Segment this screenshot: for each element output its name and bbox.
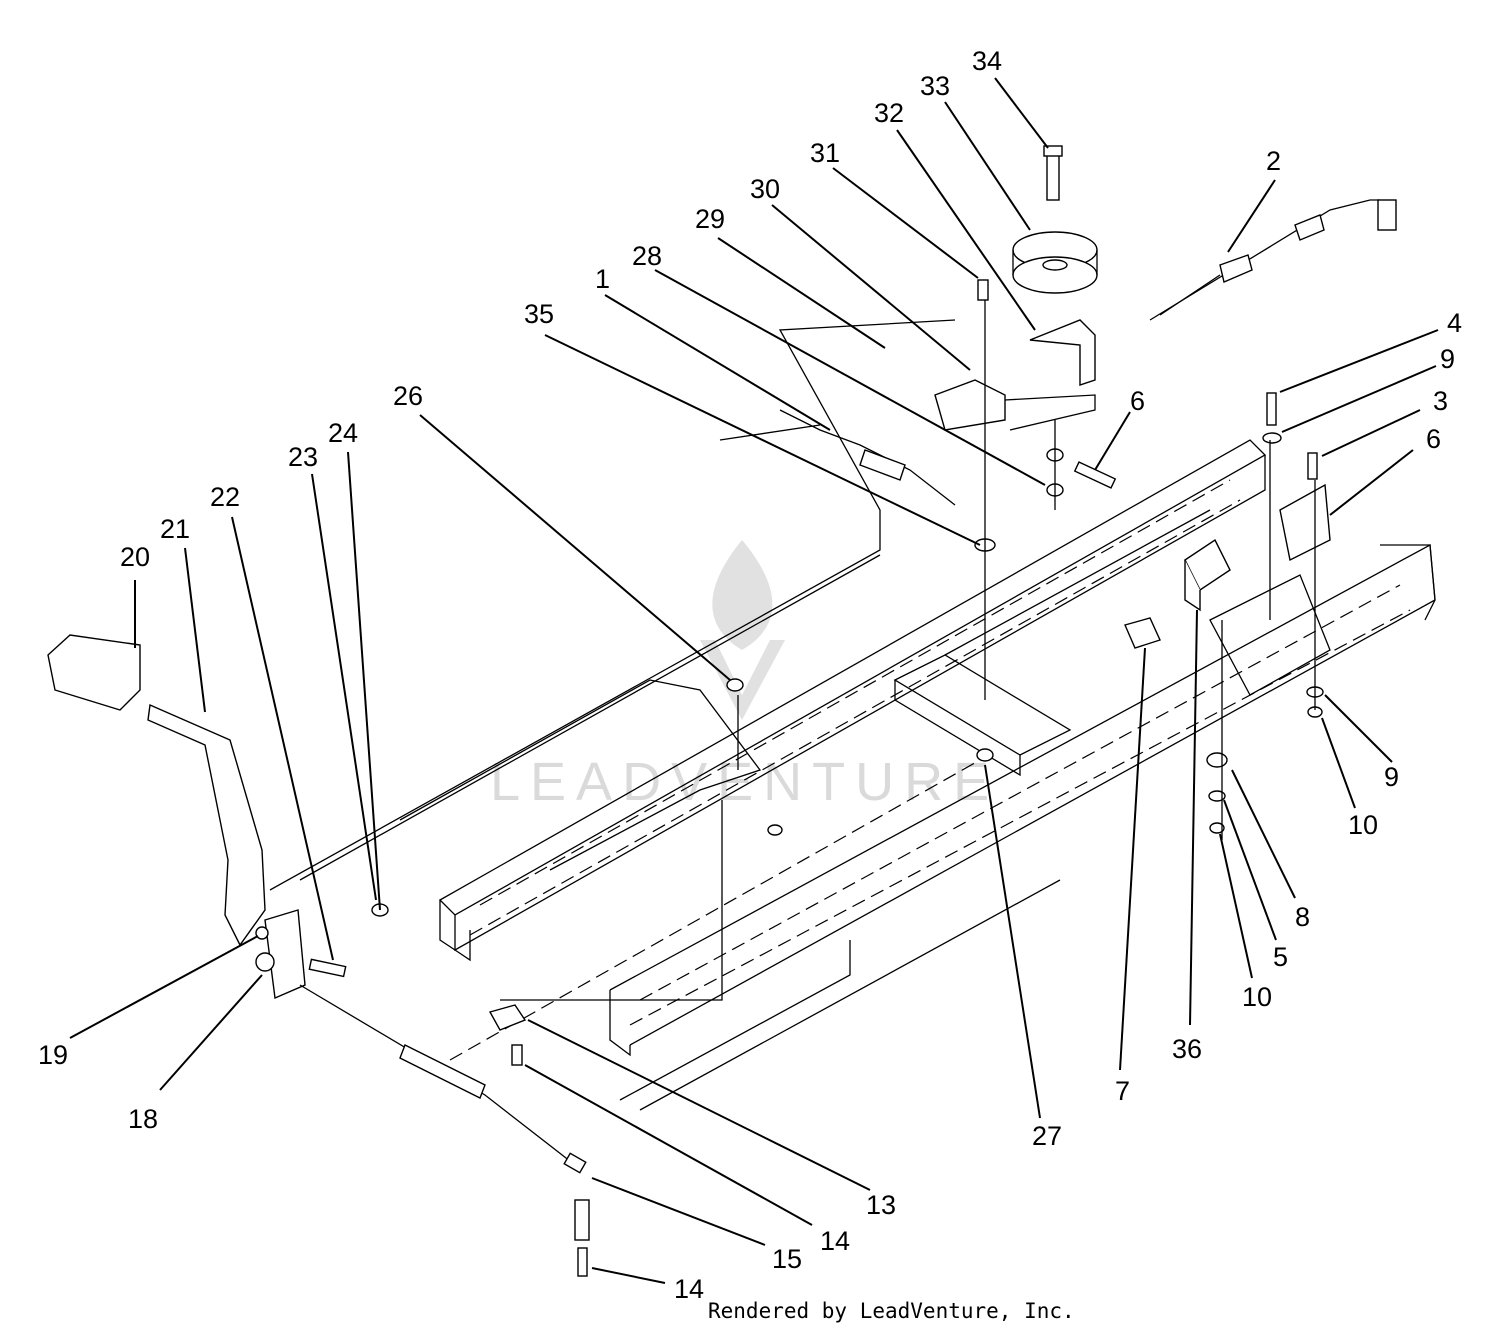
- callout-27: 27: [1032, 1121, 1062, 1151]
- rod-clevis: [563, 1152, 587, 1174]
- spring-1: [719, 409, 956, 506]
- callout-22: 22: [210, 482, 240, 512]
- callout-30: 30: [750, 174, 780, 204]
- callout-14b: 14: [674, 1274, 704, 1304]
- spring-2: [1149, 199, 1397, 321]
- bolt-6: [1073, 461, 1117, 489]
- callout-28: 28: [632, 241, 662, 271]
- callout-13: 13: [866, 1190, 896, 1220]
- callout-21: 21: [160, 514, 190, 544]
- bolt-34: [1046, 149, 1060, 201]
- bolt-14: [577, 1247, 588, 1277]
- nut-10b: [1209, 822, 1225, 834]
- callout-36: 36: [1172, 1034, 1202, 1064]
- callout-24: 24: [328, 418, 358, 448]
- callout-3: 3: [1433, 386, 1448, 416]
- callout-10b: 10: [1242, 982, 1272, 1012]
- washer-9: [1262, 432, 1282, 444]
- callout-15: 15: [772, 1244, 802, 1274]
- bolt-14a: [511, 1044, 523, 1066]
- idler-arm-plate: [934, 379, 1006, 431]
- pivot-bracket: [264, 909, 306, 1000]
- callout-23: 23: [288, 442, 318, 472]
- frame-assembly: [269, 319, 1436, 1111]
- callout-34: 34: [972, 46, 1002, 76]
- callout-29: 29: [695, 204, 725, 234]
- brake-rod: [299, 984, 576, 1166]
- bolt-22: [308, 958, 347, 978]
- callout-18: 18: [128, 1104, 158, 1134]
- watermark-flame-icon: [712, 540, 773, 650]
- callout-26: 26: [393, 381, 423, 411]
- callout-5: 5: [1273, 942, 1288, 972]
- callout-33: 33: [920, 71, 950, 101]
- idler-bracket: [1029, 319, 1096, 386]
- watermark: LEADVENTURE: [490, 540, 999, 812]
- callout-6a: 6: [1130, 386, 1145, 416]
- callout-6b: 6: [1426, 424, 1441, 454]
- callout-9a: 9: [1440, 344, 1455, 374]
- washer-5: [1208, 790, 1226, 802]
- callout-9b: 9: [1384, 762, 1399, 792]
- spring-7: [1124, 617, 1161, 649]
- callout-31: 31: [810, 138, 840, 168]
- leader-lines: [69, 77, 1439, 1284]
- nut-26: [726, 678, 744, 692]
- washer-8: [1206, 752, 1228, 768]
- callout-4: 4: [1447, 308, 1462, 338]
- callout-1: 1: [595, 264, 610, 294]
- credit-text: Rendered by LeadVenture, Inc.: [708, 1299, 1075, 1323]
- bolt-31: [977, 279, 989, 301]
- callout-35: 35: [524, 299, 554, 329]
- bolt-3: [1307, 452, 1318, 480]
- callout-32: 32: [874, 98, 904, 128]
- callout-2: 2: [1266, 146, 1281, 176]
- bolt-4: [1266, 392, 1277, 426]
- watermark-v-icon: [700, 640, 785, 720]
- callout-8: 8: [1295, 902, 1310, 932]
- bolt-34-head: [1043, 145, 1063, 157]
- clip-13: [488, 1004, 527, 1031]
- pedal-arm: [147, 703, 266, 947]
- callout-19: 19: [38, 1040, 68, 1070]
- callout-20: 20: [120, 542, 150, 572]
- callout-14a: 14: [820, 1226, 850, 1256]
- nut-27: [976, 748, 994, 762]
- brake-pedal-assembly: [47, 634, 590, 1277]
- spacer-15: [574, 1199, 590, 1241]
- callout-10a: 10: [1348, 810, 1378, 840]
- pedal-pad: [47, 634, 141, 711]
- nut-mid: [767, 824, 783, 836]
- callout-labels: 34 33 32 31 30 29 28 1 35 2 4 9 3 6 6 26…: [38, 46, 1462, 1304]
- idler-pulley: [1012, 231, 1098, 294]
- callout-7: 7: [1115, 1076, 1130, 1106]
- watermark-text: LEADVENTURE: [490, 752, 999, 812]
